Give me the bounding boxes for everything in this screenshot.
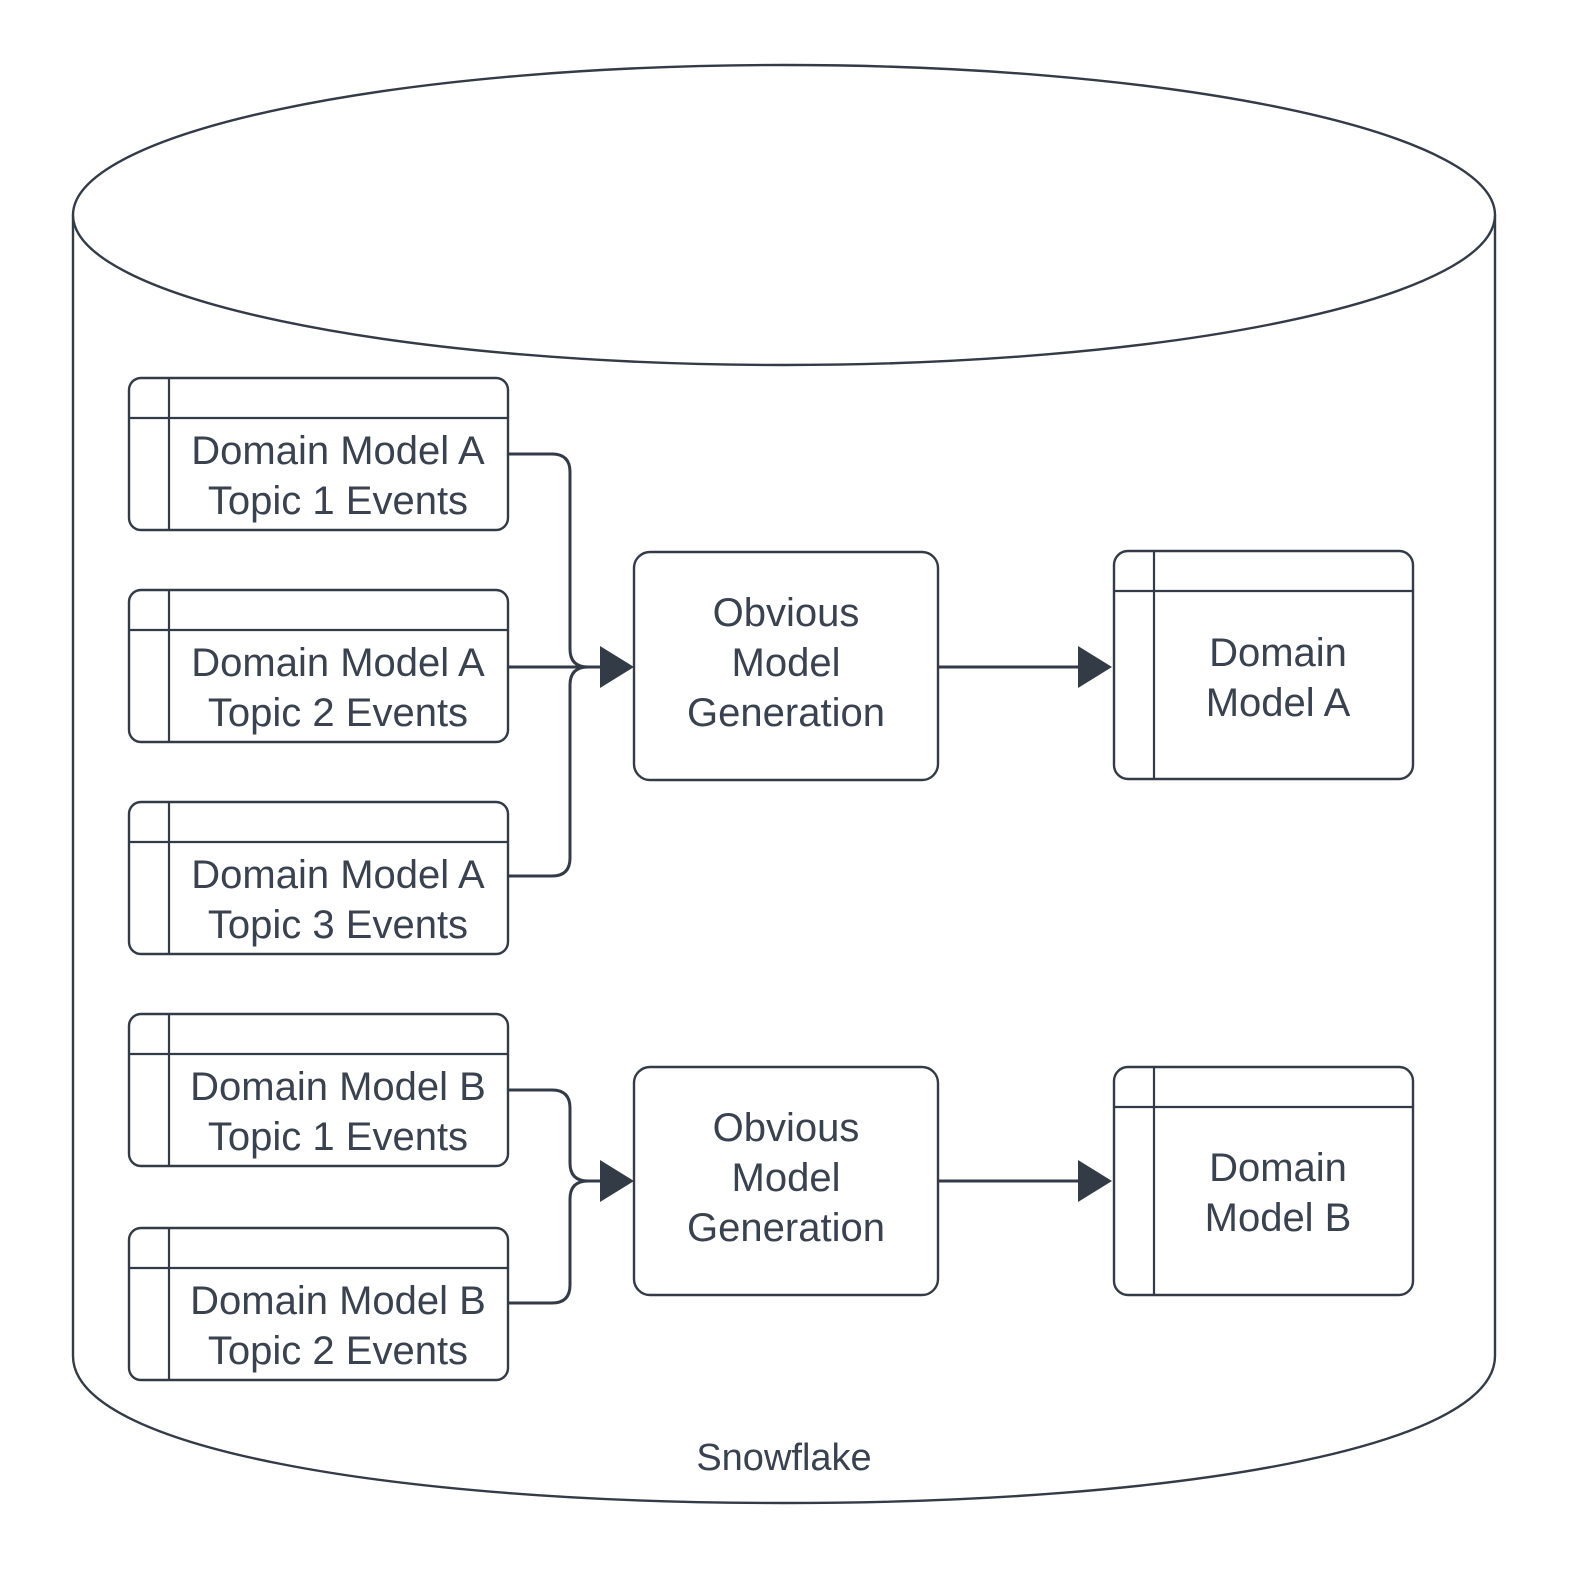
connector-a-topic-1-to-process <box>508 452 604 669</box>
process-label-line3: Generation <box>687 1206 885 1250</box>
connector-a-topic-3-to-process <box>508 665 604 878</box>
output-label-line1: Domain <box>1209 1146 1347 1190</box>
process-label-line3: Generation <box>687 691 885 735</box>
output-node-a[interactable]: Domain Model A <box>1112 549 1415 781</box>
source-node-a-topic-2[interactable]: Domain Model A Topic 2 Events <box>127 588 510 744</box>
source-label-line2: Topic 1 Events <box>208 1115 468 1159</box>
process-node-a[interactable]: Obvious Model Generation <box>632 550 940 782</box>
process-label-line1: Obvious <box>713 1106 860 1150</box>
arrow-head-to-process-b <box>600 1160 634 1202</box>
container-label: Snowflake <box>696 1437 871 1479</box>
arrow-head-to-output-a <box>1078 646 1112 688</box>
connector-b-topic-2-to-process <box>508 1179 604 1305</box>
process-label-line2: Model <box>732 641 841 685</box>
connector-process-a-to-output-a <box>938 646 1112 688</box>
table-outline <box>1112 549 1415 781</box>
source-label-line2: Topic 1 Events <box>208 479 468 523</box>
process-label-line2: Model <box>732 1156 841 1200</box>
table-outline <box>127 800 510 956</box>
output-label-line2: Model A <box>1206 681 1351 725</box>
source-label-line2: Topic 2 Events <box>208 1329 468 1373</box>
source-label-line1: Domain Model B <box>190 1279 486 1323</box>
source-label-line1: Domain Model A <box>191 853 485 897</box>
source-label-line2: Topic 3 Events <box>208 903 468 947</box>
table-outline <box>1112 1065 1415 1297</box>
snowflake-cylinder: Snowflake <box>71 63 1497 1505</box>
output-label-line2: Model B <box>1205 1196 1352 1240</box>
source-label-line1: Domain Model B <box>190 1065 486 1109</box>
source-label-line1: Domain Model A <box>191 641 485 685</box>
cylinder-body <box>71 215 1497 1505</box>
process-label-line1: Obvious <box>713 591 860 635</box>
source-label-line1: Domain Model A <box>191 429 485 473</box>
source-node-b-topic-2[interactable]: Domain Model B Topic 2 Events <box>127 1226 510 1382</box>
arrow-head-to-process-a <box>600 646 634 688</box>
source-label-line2: Topic 2 Events <box>208 691 468 735</box>
source-node-a-topic-1[interactable]: Domain Model A Topic 1 Events <box>127 376 510 532</box>
connector-b-topic-1-to-process <box>508 1088 604 1183</box>
cylinder-top-ellipse <box>71 63 1497 367</box>
arrow-head-to-output-b <box>1078 1160 1112 1202</box>
connector-process-b-to-output-b <box>938 1160 1112 1202</box>
source-node-b-topic-1[interactable]: Domain Model B Topic 1 Events <box>127 1012 510 1168</box>
output-node-b[interactable]: Domain Model B <box>1112 1065 1415 1297</box>
output-label-line1: Domain <box>1209 631 1347 675</box>
source-node-a-topic-3[interactable]: Domain Model A Topic 3 Events <box>127 800 510 956</box>
process-node-b[interactable]: Obvious Model Generation <box>632 1065 940 1297</box>
